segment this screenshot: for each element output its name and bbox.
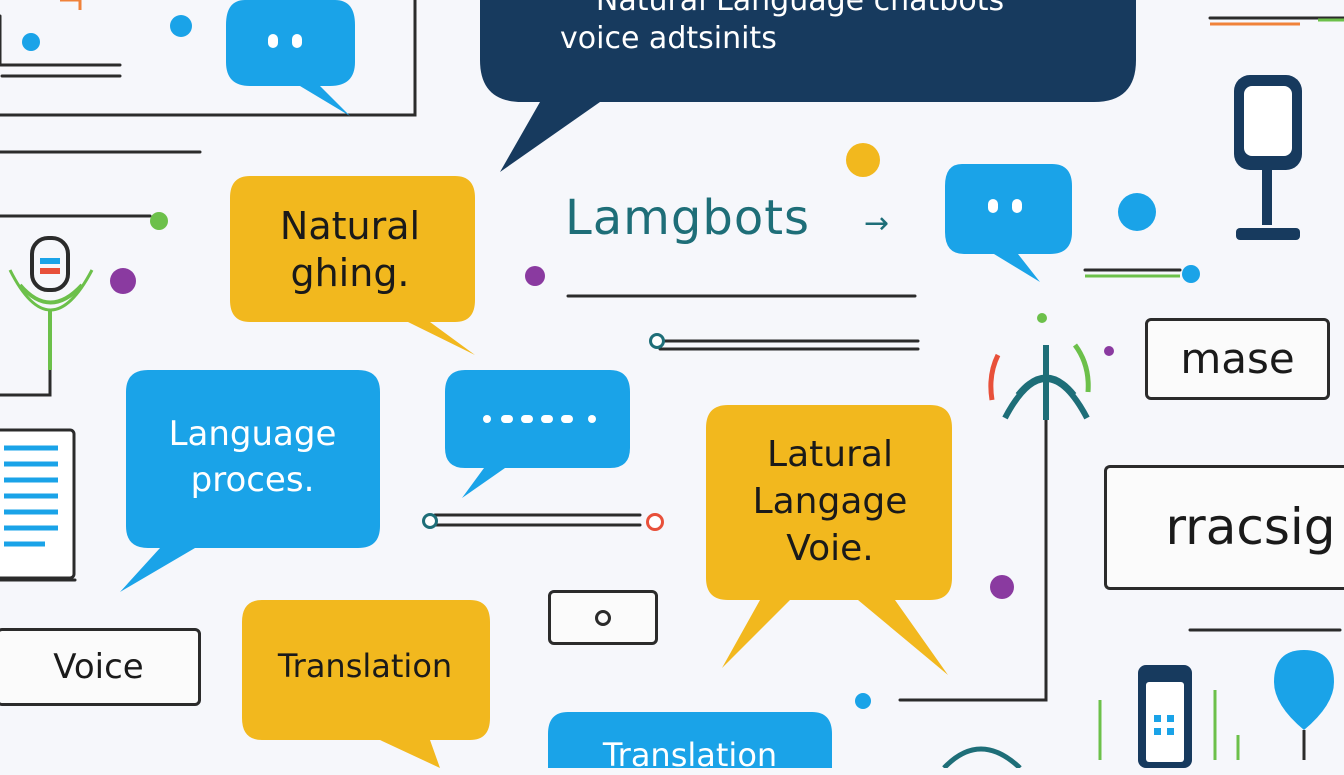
accent-dot — [846, 143, 880, 177]
language-bubble-text: Language proces. — [168, 413, 337, 500]
mase-box: mase — [1145, 318, 1330, 400]
ring-dot — [422, 513, 438, 529]
accent-dot — [1118, 193, 1156, 231]
mase-label: mase — [1180, 333, 1295, 383]
accent-dot — [1037, 313, 1047, 323]
rracsig-label: rracsig — [1165, 498, 1336, 557]
accent-dot — [110, 268, 136, 294]
accent-dot — [855, 693, 871, 709]
accent-dot — [1104, 346, 1114, 356]
ring-dot — [649, 333, 665, 349]
voice-label: Voice — [53, 646, 144, 687]
translation-bubble-text: Translation — [277, 647, 453, 685]
accent-dot — [150, 212, 168, 230]
brand-label: Lamgbots — [565, 190, 811, 246]
toggle-box — [548, 590, 658, 645]
accent-dot — [1182, 265, 1200, 283]
accent-dot — [170, 15, 192, 37]
natural-bubble-text: Natural ghing. — [279, 203, 421, 296]
ring-dot — [646, 513, 664, 531]
toggle-knob-icon — [595, 609, 611, 626]
accent-dot — [22, 33, 40, 51]
rracsig-box: rracsig — [1104, 465, 1344, 590]
top-title-line2: voice adtsinits — [560, 21, 777, 56]
accent-dot — [990, 575, 1014, 599]
latural-bubble-text: Latural Langage Voie. — [752, 434, 908, 569]
voice-tag: Voice — [0, 628, 201, 706]
accent-dot — [525, 266, 545, 286]
top-title-line1: Natural Language chatbots — [595, 0, 1005, 18]
arrow-right-icon: → — [864, 206, 890, 241]
